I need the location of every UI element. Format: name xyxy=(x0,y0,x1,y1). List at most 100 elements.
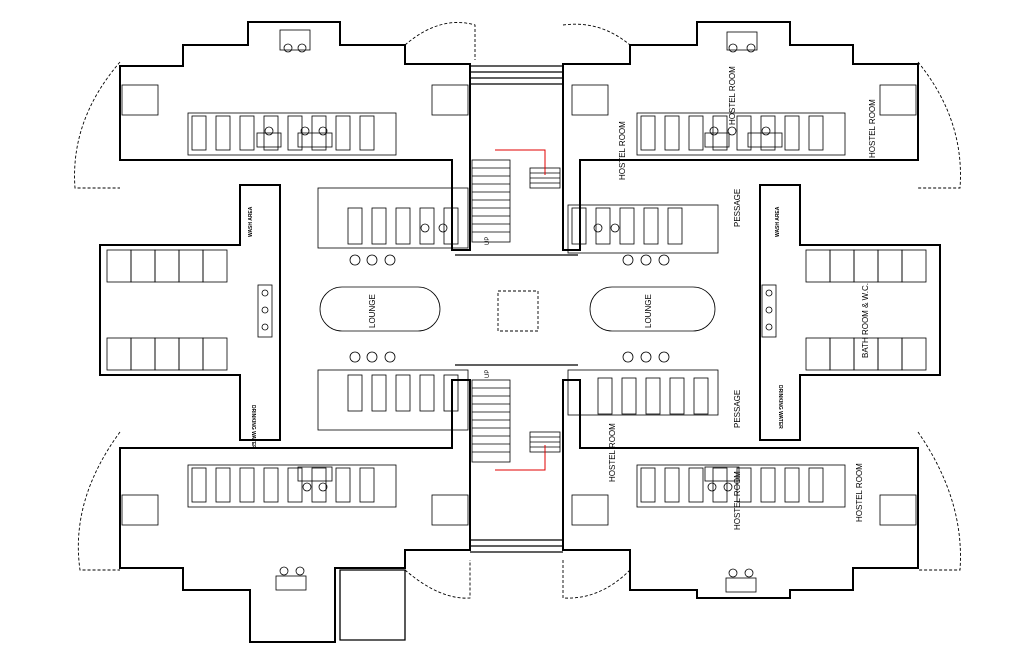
table xyxy=(640,254,652,266)
bed xyxy=(640,467,656,503)
chair xyxy=(283,43,293,53)
wc-cubicle xyxy=(154,249,180,283)
chair xyxy=(727,126,737,136)
study-table xyxy=(297,132,333,148)
desk xyxy=(725,577,757,593)
wardrobe-unit xyxy=(187,464,397,508)
basin xyxy=(261,306,269,314)
wc-cubicle xyxy=(877,337,903,371)
chair xyxy=(728,43,738,53)
label-hostel-room-4: HOSTEL ROOM xyxy=(608,423,617,482)
wc-cubicle xyxy=(178,249,204,283)
label-up-north: UP xyxy=(485,237,491,245)
chair xyxy=(610,223,620,233)
bed xyxy=(263,467,279,503)
table xyxy=(366,351,378,363)
desk xyxy=(279,29,311,51)
bed xyxy=(645,377,661,415)
bed xyxy=(640,115,656,151)
desk xyxy=(879,84,917,116)
chair xyxy=(723,482,733,492)
table xyxy=(349,254,361,266)
bed xyxy=(419,374,435,412)
wc-cubicle xyxy=(106,249,132,283)
bed xyxy=(215,467,231,503)
chair xyxy=(728,568,738,578)
room-labels: HOSTEL ROOM HOSTEL ROOM HOSTEL ROOM HOST… xyxy=(248,66,877,530)
label-lounge-west: LOUNGE xyxy=(368,294,377,328)
chair xyxy=(264,126,274,136)
desk xyxy=(726,31,758,51)
wc-cubicle xyxy=(202,337,228,371)
table xyxy=(622,351,634,363)
bed xyxy=(371,207,387,245)
bed xyxy=(239,467,255,503)
label-hostel-room-1: HOSTEL ROOM xyxy=(618,121,627,180)
chair xyxy=(302,482,312,492)
chair xyxy=(761,126,771,136)
table xyxy=(384,351,396,363)
label-lounge-east: LOUNGE xyxy=(644,294,653,328)
label-drinking-water-east: DRINKING WATER xyxy=(777,385,783,429)
chair xyxy=(746,43,756,53)
label-wash-area-west: WASH AREA xyxy=(248,206,254,237)
table xyxy=(658,351,670,363)
bed xyxy=(335,467,351,503)
wc-cubicle xyxy=(805,249,831,283)
table xyxy=(349,351,361,363)
bed xyxy=(784,467,800,503)
basin xyxy=(765,306,773,314)
bed xyxy=(808,467,824,503)
wardrobe-unit xyxy=(636,464,846,508)
bed xyxy=(667,207,683,245)
bed xyxy=(287,467,303,503)
bed xyxy=(688,115,704,151)
chair xyxy=(297,43,307,53)
table xyxy=(622,254,634,266)
bed xyxy=(619,207,635,245)
room-inner xyxy=(567,204,719,254)
wardrobe-unit xyxy=(636,112,846,156)
chair xyxy=(744,568,754,578)
wc-cubicle xyxy=(877,249,903,283)
bed xyxy=(571,207,587,245)
label-drinking-water-west: DRINKING WATER xyxy=(250,405,256,449)
room-inner xyxy=(567,369,719,416)
basin xyxy=(765,289,773,297)
label-hostel-room-3: HOSTEL ROOM xyxy=(868,99,877,158)
desk xyxy=(121,494,159,526)
bed xyxy=(347,374,363,412)
bed xyxy=(443,207,459,245)
chair xyxy=(593,223,603,233)
bed xyxy=(688,467,704,503)
bed xyxy=(419,207,435,245)
bed xyxy=(664,467,680,503)
label-wash-area-east: WASH AREA xyxy=(775,206,781,237)
bed xyxy=(712,467,728,503)
desk xyxy=(275,575,307,591)
outer-walls xyxy=(99,21,941,643)
desk xyxy=(121,84,159,116)
basin-counter xyxy=(761,284,777,338)
chair xyxy=(318,126,328,136)
bed xyxy=(595,207,611,245)
wc-cubicle xyxy=(853,249,879,283)
bed xyxy=(371,374,387,412)
staircase-south xyxy=(471,379,561,471)
bed xyxy=(311,467,327,503)
chair xyxy=(707,482,717,492)
basin xyxy=(261,289,269,297)
wc-cubicle xyxy=(805,337,831,371)
chair xyxy=(420,223,430,233)
wc-cubicle xyxy=(130,249,156,283)
wc-cubicle xyxy=(154,337,180,371)
bed xyxy=(191,115,207,151)
bed xyxy=(395,374,411,412)
study-table xyxy=(297,466,333,482)
bed xyxy=(443,374,459,412)
desk xyxy=(571,84,609,116)
room-inner xyxy=(317,187,469,249)
desk xyxy=(431,84,469,116)
